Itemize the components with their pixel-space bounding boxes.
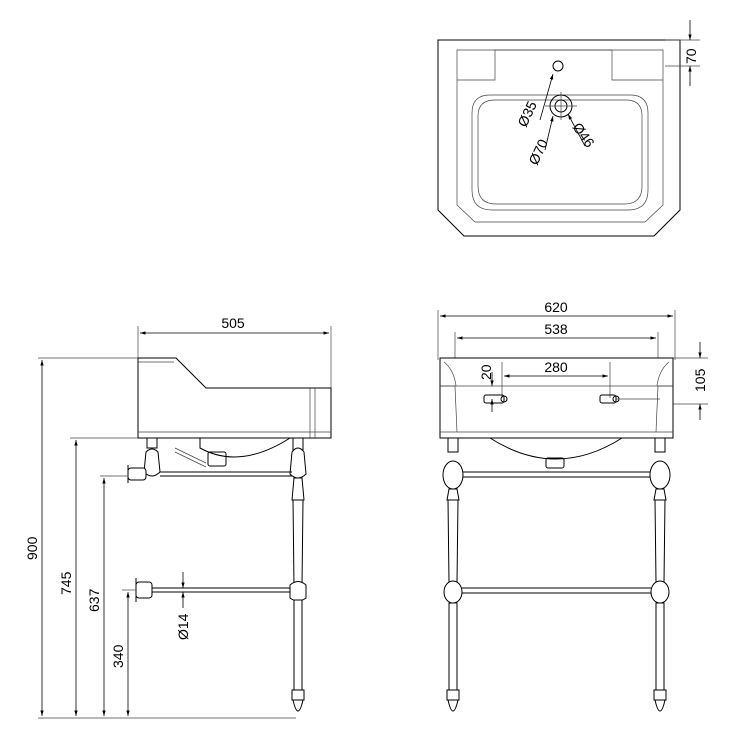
height-basin-bottom-label: 745 [58,571,74,595]
tap-hole [552,60,564,72]
top-view-bowl [471,94,649,211]
overflow-offset-label: 70 [683,48,699,64]
width-outer-label: 620 [544,299,568,315]
side-view: 505 [24,315,332,719]
tap-hole-dia-label: Ø35 [514,98,540,129]
top-view: Ø35 Ø70 Ø46 70 [437,20,700,237]
front-left-leg [442,437,464,712]
depth-label: 505 [221,315,245,331]
side-bowl [199,437,291,458]
top-view-outline [437,39,681,237]
front-basin-body [439,357,674,439]
top-view-rim [456,49,664,223]
height-total-label: 900 [24,536,40,560]
width-inner-label: 538 [544,321,568,337]
front-right-leg [649,437,671,712]
front-waste [545,457,565,469]
side-basin-body [137,357,332,439]
basin-height-label: 105 [692,368,708,392]
height-upper-rail-label: 637 [86,588,102,612]
hole-spacing-label: 280 [544,359,568,375]
front-bowl [489,437,623,460]
top-view-deck [457,49,663,81]
top-view-bowl-inner [477,99,643,205]
side-waste [207,451,227,467]
rail-dia-label: Ø14 [175,613,191,640]
side-front-leg [289,437,307,712]
front-tap-left [483,394,505,404]
side-rear-leg [127,437,161,483]
height-lower-rail-label: 340 [110,644,126,668]
hole-offset-label: 20 [478,364,494,380]
front-view: 620 538 280 20 105 [437,299,708,712]
